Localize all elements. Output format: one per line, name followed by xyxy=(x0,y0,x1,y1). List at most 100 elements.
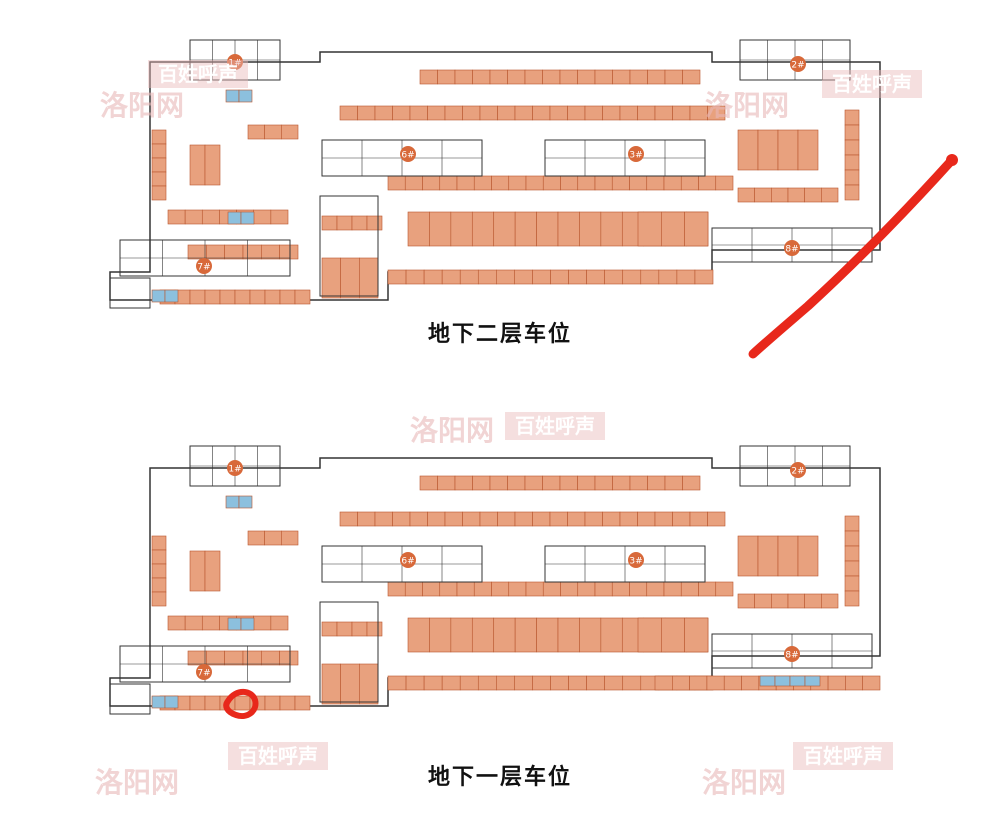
parking-space xyxy=(279,695,296,711)
parking-space xyxy=(359,257,379,299)
parking-space xyxy=(586,269,605,285)
parking-space xyxy=(374,105,393,121)
parking-space xyxy=(549,105,568,121)
parking-space xyxy=(472,475,491,491)
watermark-site: 洛阳网 xyxy=(702,766,786,799)
parking-space xyxy=(676,269,696,285)
parking-space xyxy=(489,69,508,85)
parking-space xyxy=(646,581,665,597)
parking-space xyxy=(707,105,726,121)
parking-space xyxy=(715,175,734,191)
building-marker xyxy=(196,664,212,680)
parking-space xyxy=(672,675,690,691)
parking-space xyxy=(550,675,569,691)
building-marker xyxy=(227,54,243,70)
building-marker xyxy=(400,552,416,568)
parking-space xyxy=(234,695,251,711)
parking-space xyxy=(151,171,167,187)
parking-space xyxy=(594,69,613,85)
parking-space xyxy=(514,211,537,247)
watermark-badge xyxy=(505,412,605,440)
parking-space xyxy=(204,289,221,305)
parking-space xyxy=(646,175,665,191)
parking-space xyxy=(821,187,839,203)
parking-space xyxy=(336,215,353,231)
parking-space xyxy=(602,511,621,527)
parking-space xyxy=(532,105,551,121)
parking-space xyxy=(437,475,456,491)
parking-space xyxy=(698,581,717,597)
parking-space xyxy=(253,209,272,225)
watermark-column: 百姓呼声 xyxy=(515,414,595,438)
parking-space xyxy=(454,475,473,491)
parking-space xyxy=(392,511,411,527)
parking-space xyxy=(654,675,673,691)
building-marker xyxy=(784,240,800,256)
parking-space xyxy=(224,244,244,260)
parking-space xyxy=(508,581,527,597)
parking-space xyxy=(629,581,648,597)
ramp xyxy=(319,601,379,703)
parking-space xyxy=(279,650,299,666)
building-marker xyxy=(628,146,644,162)
parking-space xyxy=(201,209,220,225)
building-label: 3# xyxy=(629,557,642,567)
parking-space xyxy=(557,211,580,247)
parking-space xyxy=(441,675,461,691)
parking-space xyxy=(206,244,225,260)
parking-space xyxy=(234,289,251,305)
caption-b2: 地下二层车位 xyxy=(427,321,572,347)
parking-space xyxy=(684,617,709,653)
parking-space xyxy=(264,289,281,305)
parking-space xyxy=(151,563,167,579)
parking-space xyxy=(164,289,179,303)
parking-space xyxy=(441,269,461,285)
parking-space xyxy=(532,511,551,527)
parking-space xyxy=(281,124,299,140)
parking-space xyxy=(184,209,203,225)
parking-space xyxy=(419,475,438,491)
parking-space xyxy=(419,69,438,85)
parking-space xyxy=(366,215,383,231)
parking-space xyxy=(409,511,428,527)
parking-space xyxy=(459,675,479,691)
caption-b1: 地下一层车位 xyxy=(427,764,572,790)
parking-space xyxy=(777,535,799,577)
parking-space xyxy=(454,69,473,85)
parking-space xyxy=(189,144,206,186)
parking-space xyxy=(536,617,559,653)
parking-space xyxy=(536,211,559,247)
parking-space xyxy=(407,617,430,653)
parking-space xyxy=(804,187,822,203)
parking-space xyxy=(611,581,630,597)
parking-space xyxy=(586,675,605,691)
parking-space xyxy=(684,211,709,247)
parking-space xyxy=(567,511,586,527)
parking-space xyxy=(663,581,682,597)
parking-space xyxy=(167,209,186,225)
parking-space xyxy=(497,511,516,527)
parking-space xyxy=(238,495,253,509)
parking-space xyxy=(281,530,299,546)
parking-space xyxy=(450,211,473,247)
parking-space xyxy=(471,617,495,653)
building-marker xyxy=(790,462,806,478)
parking-space xyxy=(261,650,280,666)
parking-space xyxy=(759,675,776,687)
parking-space xyxy=(777,129,799,171)
parking-space xyxy=(473,175,492,191)
parking-space xyxy=(238,89,253,103)
floor-plan-b2: 1#2#6#3#7#8# xyxy=(109,39,881,309)
parking-space xyxy=(321,663,341,705)
building-label: 3# xyxy=(629,151,642,161)
parking-space xyxy=(422,175,441,191)
parking-space xyxy=(532,675,551,691)
red-curve-mark xyxy=(748,155,957,359)
watermark-badge xyxy=(793,742,893,770)
parking-space xyxy=(844,109,860,126)
parking-space xyxy=(514,105,533,121)
parking-space xyxy=(629,175,648,191)
parking-space xyxy=(450,617,473,653)
parking-space xyxy=(429,617,452,653)
parking-space xyxy=(489,475,508,491)
